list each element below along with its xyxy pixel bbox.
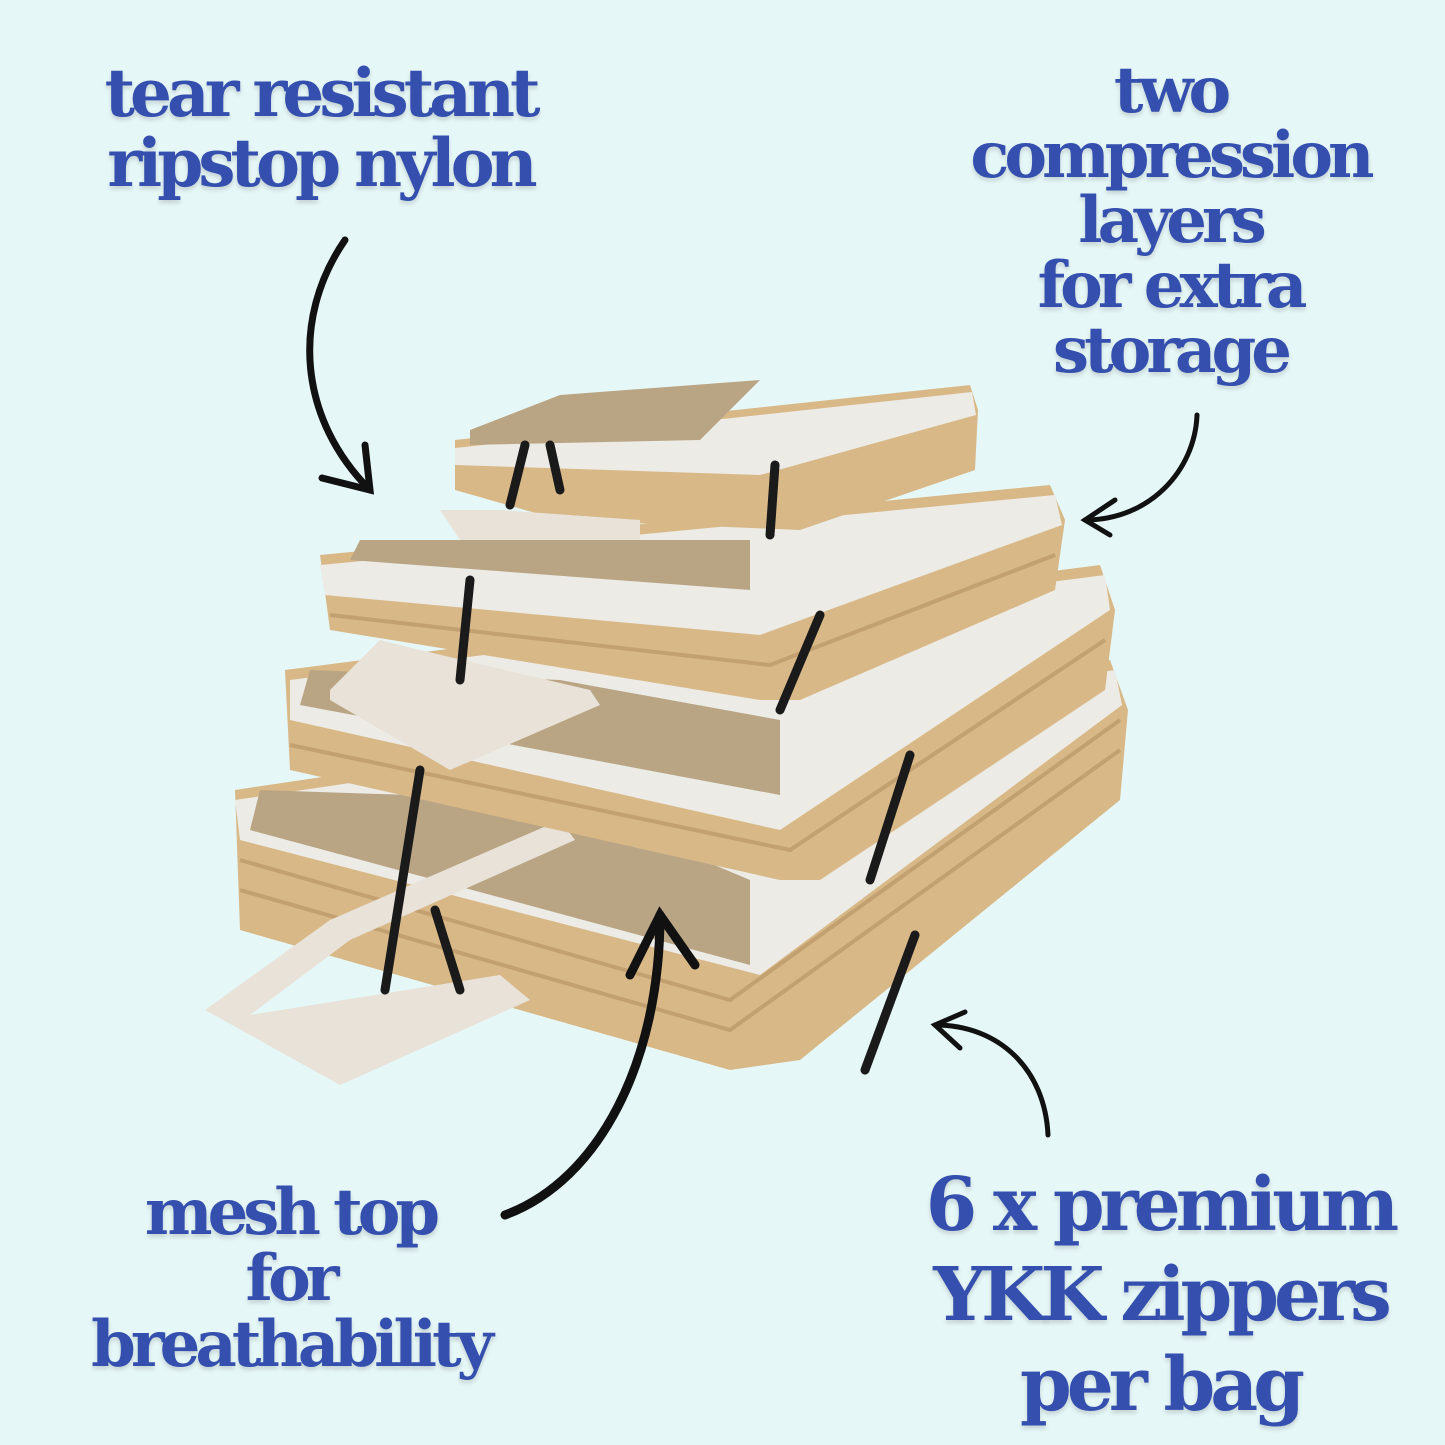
caption-line: compression [970, 118, 1374, 193]
caption-line: tear resistant [104, 54, 541, 132]
caption-line: per bag [1019, 1342, 1305, 1428]
caption-line: layers [1078, 183, 1266, 258]
arrow-icon [500, 906, 700, 1220]
arrow-icon [930, 1009, 1051, 1138]
feature-mesh-caption: mesh top for breathability [10, 1180, 570, 1378]
arrow-icon [1080, 412, 1200, 538]
feature-zippers-caption: 6 x premium YKK zippers per bag [880, 1160, 1440, 1430]
caption-line: ripstop nylon [107, 124, 537, 202]
caption-line: for [245, 1241, 340, 1316]
caption-line: YKK zippers [933, 1252, 1392, 1338]
caption-line: two [1113, 53, 1231, 128]
packing-cube-extra-small [440, 380, 978, 540]
caption-line: breathability [91, 1307, 494, 1382]
caption-line: storage [1053, 313, 1292, 388]
feature-compression-caption: two compression layers for extra storage [900, 58, 1440, 383]
arrow-icon [306, 236, 375, 495]
feature-ripstop-caption: tear resistant ripstop nylon [20, 58, 620, 198]
caption-line: for extra [1037, 248, 1308, 323]
caption-line: 6 x premium [925, 1162, 1399, 1248]
zipper-pulls [380, 440, 920, 1075]
caption-line: mesh top [144, 1175, 440, 1250]
